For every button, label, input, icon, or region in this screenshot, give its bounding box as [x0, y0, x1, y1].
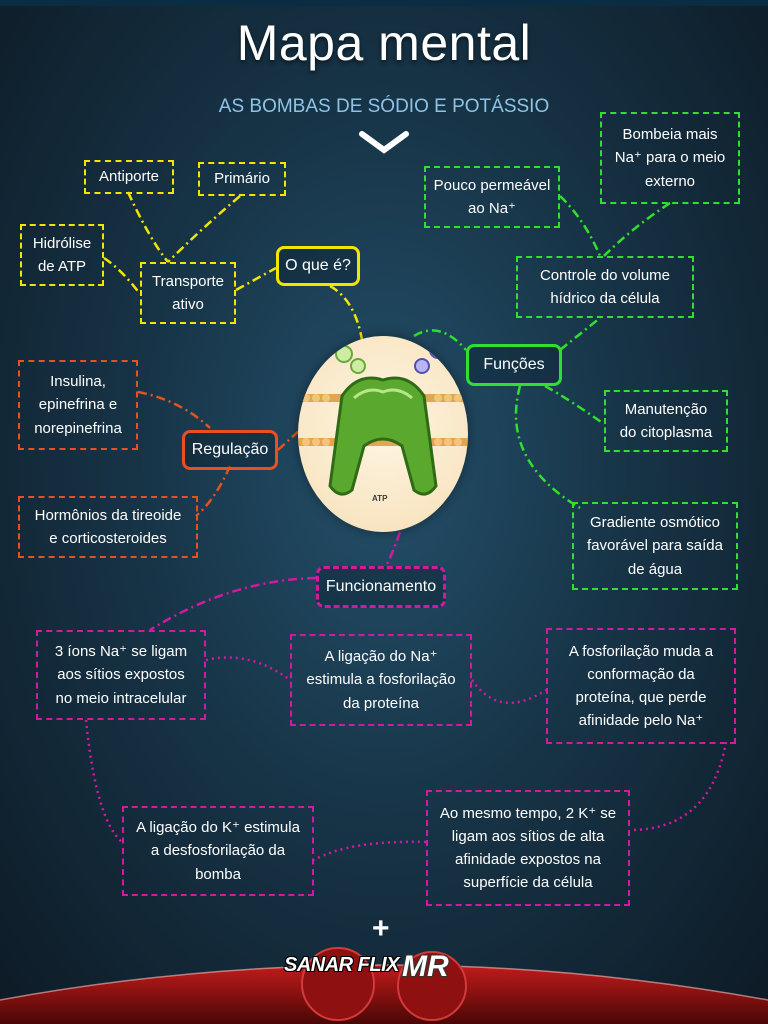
sanar-flix-logo: SANAR FLIX — [284, 954, 400, 976]
node-controle-volume: Controle do volume hídrico da célula — [516, 256, 694, 318]
hub-regulacao: Regulação — [182, 430, 278, 470]
node-step-4: Ao mesmo tempo, 2 K⁺ se ligam aos sítios… — [426, 790, 630, 906]
node-step-5: A ligação do K⁺ estimula a desfosforilaç… — [122, 806, 314, 896]
node-step-1: 3 íons Na⁺ se ligam aos sítios expostos … — [36, 630, 206, 720]
footer-wave — [0, 947, 768, 1024]
top-bar — [0, 0, 768, 6]
chevron-down-icon — [359, 131, 409, 154]
node-manutencao-citoplasma: Manutenção do citoplasma — [604, 390, 728, 452]
node-step-3: A fosforilação muda a conformação da pro… — [546, 628, 736, 744]
node-hormonios: Hormônios da tireoide e corticosteroides — [18, 496, 198, 558]
plus-sign: + — [372, 912, 390, 945]
node-antiporte: Antiporte — [84, 160, 174, 194]
node-pouco-permeavel: Pouco permeável ao Na⁺ — [424, 166, 560, 228]
pump-protein-drawing — [298, 341, 468, 496]
hub-funcoes: Funções — [466, 344, 562, 386]
page-title: Mapa mental — [236, 15, 532, 71]
node-hidrolise-atp: Hidrólise de ATP — [20, 224, 104, 286]
node-insulina: Insulina, epinefrina e norepinefrina — [18, 360, 138, 450]
node-transporte-ativo: Transporte ativo — [140, 262, 236, 324]
node-gradiente-osmotico: Gradiente osmótico favorável para saída … — [572, 502, 738, 590]
node-bombeia-mais: Bombeia mais Na⁺ para o meio externo — [600, 112, 740, 204]
hub-o-que-e: O que é? — [276, 246, 360, 286]
pump-illustration — [298, 336, 468, 532]
node-primario: Primário — [198, 162, 286, 196]
mr-logo: MR — [402, 950, 449, 983]
page-subtitle: AS BOMBAS DE SÓDIO E POTÁSSIO — [218, 96, 550, 117]
node-step-2: A ligação do Na⁺ estimula a fosforilação… — [290, 634, 472, 726]
atp-label: ATP — [372, 494, 388, 503]
hub-funcionamento: Funcionamento — [316, 566, 446, 608]
